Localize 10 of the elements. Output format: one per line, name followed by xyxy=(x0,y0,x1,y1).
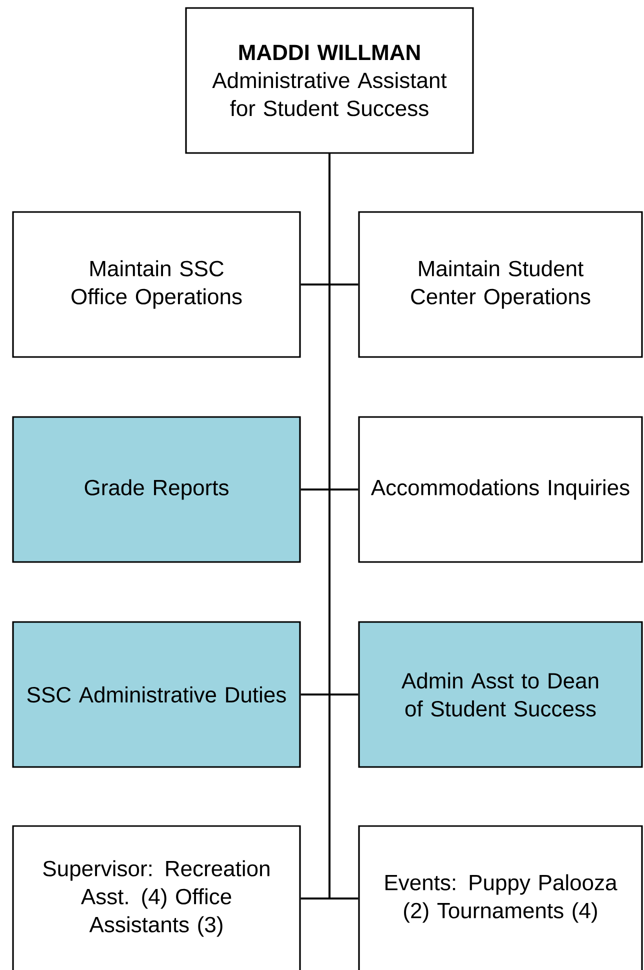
duty-box: Admin Asst to Dean of Student Success xyxy=(358,621,643,768)
duty-box: Events: Puppy Palooza (2) Tournaments (4) xyxy=(358,825,643,970)
duty-box: Accommodations Inquiries xyxy=(358,416,643,563)
name-box: MADDI WILLMAN Administrative Assistant for Student Success xyxy=(185,7,474,154)
duty-box: SSC Administrative Duties xyxy=(12,621,301,768)
duty-box: Supervisor: Recreation Asst. (4) Office Assistants (3) xyxy=(12,825,301,970)
duty-box: Maintain Student Center Operations xyxy=(358,211,643,358)
connector-line xyxy=(328,154,358,900)
duty-box: Grade Reports xyxy=(12,416,301,563)
duty-box: Maintain SSC Office Operations xyxy=(12,211,301,358)
